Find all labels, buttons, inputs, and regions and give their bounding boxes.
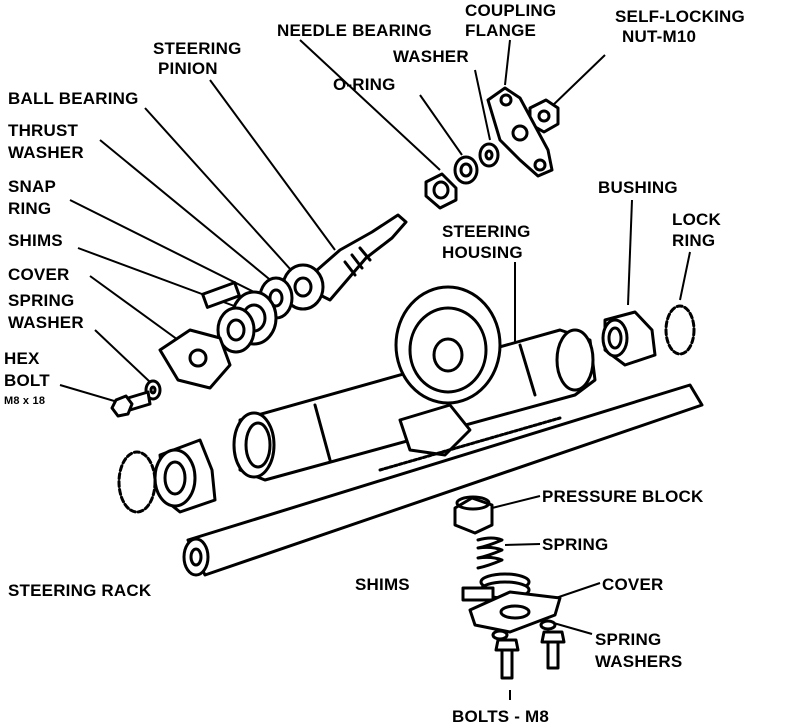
label-self-locking-nut-line1: SELF-LOCKING [615,7,745,26]
cover-left-part [158,328,232,390]
cover-bottom-part [468,590,562,634]
hex-bolt-part [110,390,152,418]
label-snap-ring-line1: SNAP [8,177,56,196]
lock-ring-left-part [117,450,157,514]
label-spring: SPRING [542,535,608,554]
leader-self-locking-nut [549,54,606,109]
label-steering-pinion-line1: STEERING [153,39,242,58]
bushing-right-part [601,310,657,367]
label-shims-bottom: SHIMS [355,575,410,594]
label-bolts-m8: BOLTS - M8 [452,707,549,726]
label-bushing: BUSHING [598,178,678,197]
leader-snap-ring [69,199,271,301]
label-o-ring: O-RING [333,75,396,94]
label-coupling-flange-line1: COUPLING [465,1,556,20]
leader-lock-ring [679,251,691,301]
needle-bearing-part [424,172,458,210]
label-steering-housing-line2: HOUSING [442,243,523,262]
label-needle-bearing: NEEDLE BEARING [277,21,432,40]
label-hex-bolt-line1: HEX [4,349,40,368]
leader-bushing [627,199,633,306]
steering-pinion-part [281,213,408,311]
washer-part [478,142,500,168]
leader-pressure-block [491,495,541,509]
leader-spring [504,543,541,546]
self-locking-nut-part [528,98,560,134]
bearing-stack-part [201,276,294,354]
o-ring-part [453,155,479,185]
label-cover-left: COVER [8,265,69,284]
label-coupling-flange-line2: FLANGE [465,21,536,40]
label-ball-bearing: BALL BEARING [8,89,139,108]
label-snap-ring-line2: RING [8,199,51,218]
label-steering-rack: STEERING RACK [8,581,152,600]
label-hex-bolt-line2: BOLT [4,371,50,390]
label-spring-washer-line2: WASHER [8,313,84,332]
lock-ring-right-part [664,304,696,356]
spring-part [476,536,504,570]
leader-lines [59,39,691,700]
leader-spring-washers [549,621,593,635]
label-washer: WASHER [393,47,469,66]
leader-o-ring [419,94,463,156]
label-steering-pinion-line2: PINION [158,59,218,78]
label-pressure-block: PRESSURE BLOCK [542,487,704,506]
label-steering-housing-line1: STEERING [442,222,531,241]
label-spring-washers-line2: WASHERS [595,652,682,671]
leader-thrust-washer [99,139,286,293]
leader-cover-left [89,275,186,346]
labels: NEEDLE BEARING COUPLING FLANGE SELF-LOCK… [4,1,745,726]
leader-spring-washer [94,329,151,383]
label-lock-ring-line2: RING [672,231,715,250]
label-spring-washer-line1: SPRING [8,291,74,310]
leader-coupling-flange [504,39,511,86]
label-self-locking-nut-line2: NUT-M10 [622,27,696,46]
label-lock-ring-line1: LOCK [672,210,721,229]
coupling-flange-part [486,86,554,178]
bushing-left-part [153,438,217,514]
label-shims-top: SHIMS [8,231,63,250]
leader-ball-bearing [144,107,301,281]
leader-steering-pinion [209,79,336,251]
steering-housing-part [232,285,597,482]
bolts-m8-part [494,630,566,680]
label-hex-bolt-size: M8 x 18 [4,395,45,407]
leader-washer [474,69,491,141]
pressure-block-part [453,495,494,535]
label-spring-washers-line1: SPRING [595,630,661,649]
leader-needle-bearing [299,39,441,171]
steering-rack-part [182,383,704,577]
label-thrust-washer-line2: WASHER [8,143,84,162]
label-cover-bottom: COVER [602,575,663,594]
label-thrust-washer-line1: THRUST [8,121,79,140]
